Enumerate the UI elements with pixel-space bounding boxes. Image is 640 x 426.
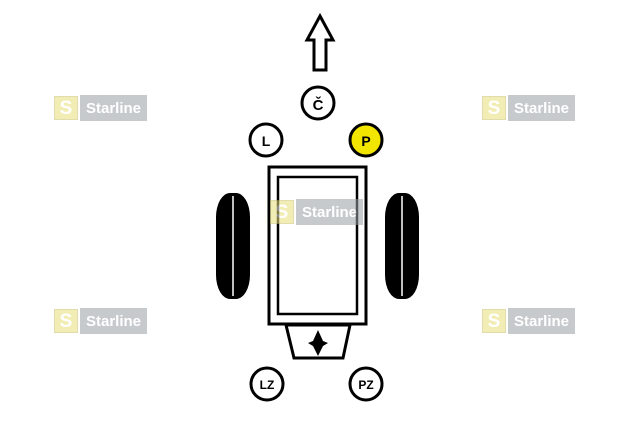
starline-logo-icon: S [54,96,78,120]
starline-watermark: S Starline [482,95,576,121]
label-front: Č [300,85,336,121]
starline-watermark: S Starline [54,308,148,334]
label-front-text: Č [313,96,324,114]
label-right: P [348,122,384,158]
starline-logo-icon: S [482,309,506,333]
label-rear-right: PZ [348,366,384,402]
starline-logo-text: Starline [80,308,148,334]
label-rear-left: LZ [249,366,285,402]
starline-logo-text: Starline [508,308,576,334]
direction-arrow-icon [304,12,336,72]
starline-logo-text: Starline [80,95,148,121]
car-body-inner [276,175,359,316]
label-rear-left-text: LZ [260,378,275,392]
starline-logo-text: Starline [296,199,364,225]
starline-watermark: S Starline [54,95,148,121]
label-rear-right-text: PZ [358,378,373,392]
starline-watermark: S Starline [482,308,576,334]
starline-logo-text: Starline [508,95,576,121]
label-left-text: L [262,133,271,149]
transmission-icon [308,330,328,356]
starline-logo-icon: S [54,309,78,333]
starline-logo-icon: S [482,96,506,120]
starline-logo-icon: S [270,200,294,224]
label-right-text: P [361,133,370,149]
car-body-outer [267,165,368,326]
label-left: L [248,122,284,158]
starline-watermark: S Starline [270,199,364,225]
